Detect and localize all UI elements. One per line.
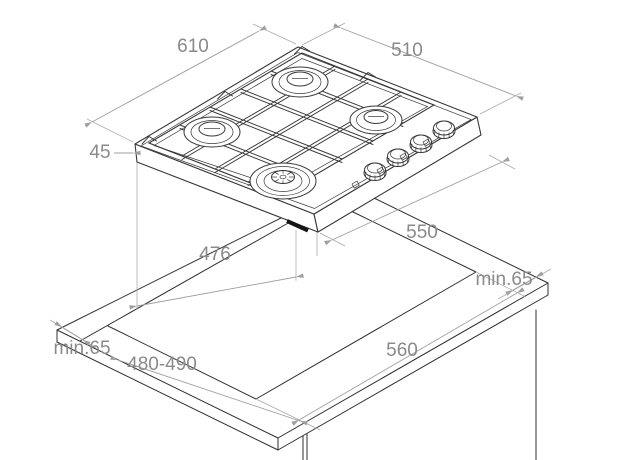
dim-line	[54, 321, 91, 346]
burner-cap-ridges	[271, 170, 295, 184]
brand-logo-bar	[286, 219, 309, 233]
ridge	[274, 172, 279, 175]
cutout-front-right-edge	[255, 271, 477, 400]
dim-label-hob-width: 610	[177, 36, 209, 57]
burner-right	[349, 105, 403, 135]
dim-line	[291, 287, 525, 426]
igniter-mark	[422, 138, 431, 147]
cutout-back-left-edge	[79, 221, 291, 342]
dimension-510: 510	[301, 22, 524, 115]
dimension-480-490: 480-490	[110, 354, 308, 426]
dim-label-base-width: 476	[199, 244, 231, 265]
control-knob-4	[432, 120, 456, 139]
dim-line	[84, 25, 267, 128]
knob-body	[410, 134, 432, 150]
burner-cap	[363, 110, 389, 124]
grid-corner-lug	[141, 135, 157, 145]
knob-body	[387, 148, 409, 164]
burner-cap	[198, 121, 226, 137]
dim-extension	[252, 23, 297, 45]
dim-label-side-clearance: min.65	[475, 269, 532, 290]
gas-hob	[134, 45, 482, 233]
knob-ridges	[434, 129, 454, 139]
dimension-45: 45	[89, 142, 141, 163]
dim-label-cutout-width: 560	[386, 340, 418, 361]
knob-ridges	[411, 143, 431, 153]
burner-center	[279, 174, 287, 180]
ridge	[287, 179, 292, 182]
dimension-min65-left: min.65	[49, 319, 111, 359]
burner-ring-mid	[256, 166, 310, 196]
dim-line	[324, 156, 510, 246]
dimension-476: 476	[129, 244, 304, 310]
ridge	[274, 179, 279, 182]
burner-wok	[249, 162, 317, 200]
worktop	[56, 197, 549, 460]
burner-ring-inner	[356, 109, 396, 131]
grid-corner-lug	[294, 45, 310, 55]
dim-line	[505, 271, 544, 296]
burner-rear	[271, 66, 329, 98]
knob-body	[364, 162, 386, 178]
dim-label-rear-clearance: min.65	[53, 338, 110, 359]
dim-extension	[86, 118, 134, 143]
dim-label-hob-depth: 510	[391, 40, 423, 61]
dim-extension	[301, 22, 346, 46]
dim-line	[110, 355, 308, 426]
burner-ring-inner	[278, 70, 322, 94]
dim-extension	[479, 92, 522, 115]
dimension-610: 610	[84, 23, 297, 143]
dimension-560: 560	[291, 287, 525, 426]
knob-body	[433, 120, 455, 136]
dim-label-cutout-depth: 480-490	[127, 354, 197, 375]
dim-label-base-depth: 550	[406, 222, 438, 243]
worktop-back-left-edge	[56, 210, 296, 331]
ridge	[287, 172, 292, 175]
dimension-min65-right: min.65	[475, 268, 552, 300]
dim-line	[129, 273, 304, 310]
knob-top	[436, 120, 452, 132]
burner-left	[183, 116, 241, 148]
dim-label-hob-height: 45	[89, 142, 110, 163]
burner-cap	[286, 71, 314, 87]
worktop-thickness-right	[277, 294, 549, 451]
dim-line	[333, 23, 524, 101]
cutout-front-extension	[255, 398, 321, 431]
dimension-550: 550	[319, 154, 516, 247]
